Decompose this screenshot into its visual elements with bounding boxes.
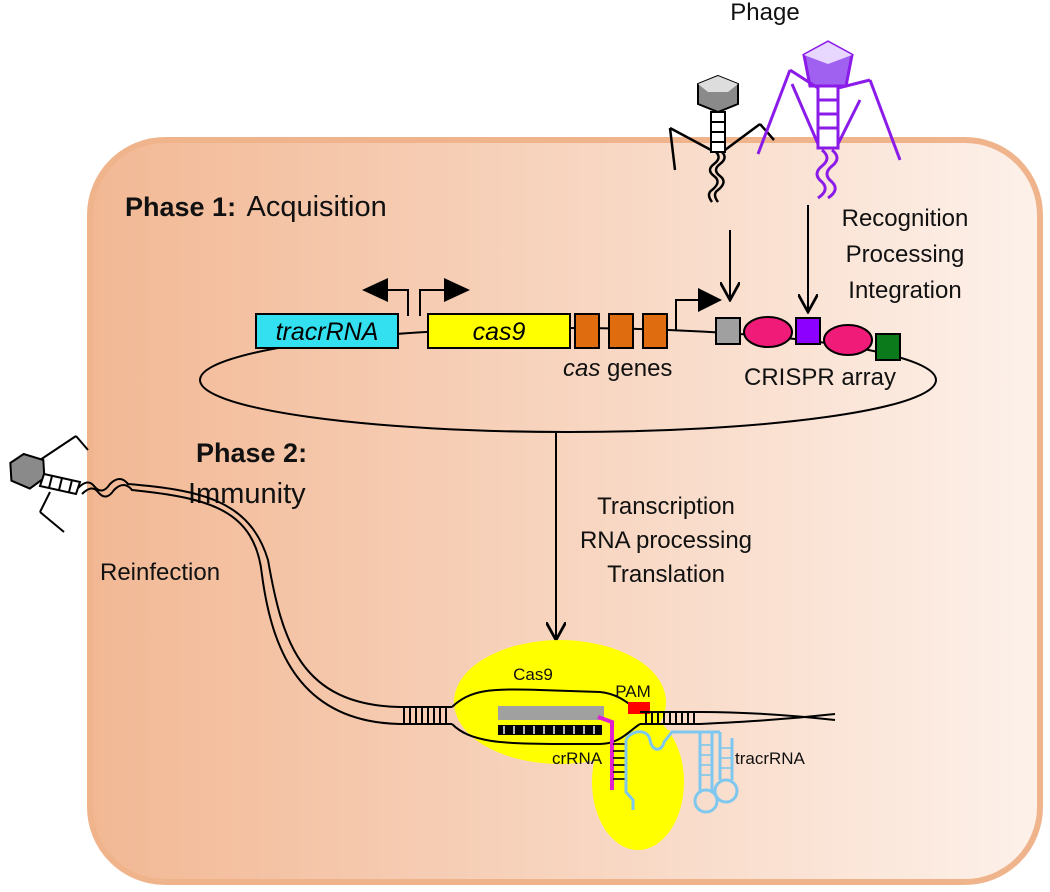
pam-label: PAM bbox=[615, 682, 651, 701]
phase1-title-rest: Acquisition bbox=[247, 191, 387, 223]
expression-step-transcription: Transcription bbox=[597, 493, 735, 520]
cas-genes-label-italic: cas bbox=[563, 355, 600, 382]
crispr-array-label: CRISPR array bbox=[744, 364, 896, 391]
cas9-gene-box bbox=[427, 313, 571, 349]
crispr-repeat-purple bbox=[795, 317, 821, 345]
acq-step-integration: Integration bbox=[848, 277, 961, 304]
phase2-title-rest: Immunity bbox=[188, 478, 306, 510]
phase2-title-bold: Phase 2: bbox=[196, 438, 307, 468]
duplex-dna-right bbox=[640, 711, 836, 725]
phage-label: Phage bbox=[730, 0, 799, 26]
acq-step-processing: Processing bbox=[846, 241, 965, 268]
reinfecting-phage-icon bbox=[9, 435, 89, 533]
crispr-spacer-pink-1 bbox=[743, 316, 793, 348]
phage-dna-strand-top bbox=[77, 478, 401, 708]
cas-genes-label: cas genes bbox=[563, 355, 672, 382]
phage-dna-strand-bottom bbox=[81, 484, 401, 725]
non-target-strand-bar bbox=[498, 706, 604, 720]
tracrrna-stem-pairs bbox=[700, 744, 732, 776]
crrna-label: crRNA bbox=[552, 749, 603, 768]
acq-step-recognition: Recognition bbox=[842, 205, 969, 232]
crispr-repeat-gray bbox=[715, 317, 741, 345]
tracrrna-gene-label: tracrRNA bbox=[276, 318, 379, 346]
promoter-arrows-icon bbox=[362, 278, 722, 330]
cas9-gene-label: cas9 bbox=[473, 318, 526, 346]
crrna-strand bbox=[597, 715, 614, 790]
crispr-spacer-pink-2 bbox=[823, 324, 873, 356]
cas-gene-box-2 bbox=[608, 313, 634, 349]
tracrrna-hairpins bbox=[624, 730, 739, 814]
crispr-repeat-green bbox=[875, 333, 901, 361]
tracrrna-gene-box bbox=[255, 313, 399, 349]
phase1-title: Phase 1: Acquisition bbox=[125, 191, 387, 223]
expression-step-rna-processing: RNA processing bbox=[580, 527, 752, 554]
cas-gene-box-3 bbox=[642, 313, 668, 349]
reinfection-label: Reinfection bbox=[100, 559, 220, 586]
duplex-dna-left bbox=[400, 706, 452, 725]
expression-step-translation: Translation bbox=[607, 561, 725, 588]
phase1-title-bold: Phase 1: bbox=[125, 192, 236, 222]
purple-phage-icon bbox=[756, 40, 902, 200]
guide-target-pairing bbox=[498, 725, 602, 735]
target-dna-bottom-strand bbox=[451, 723, 641, 745]
gray-phage-icon bbox=[668, 74, 775, 203]
crrna-repeat-pairing bbox=[613, 743, 626, 780]
cas-genes-label-rest: genes bbox=[600, 355, 672, 382]
cas-gene-box-1 bbox=[574, 313, 600, 349]
cas9-protein-label: Cas9 bbox=[513, 665, 553, 684]
tracrrna-rna-label: tracrRNA bbox=[735, 749, 806, 768]
